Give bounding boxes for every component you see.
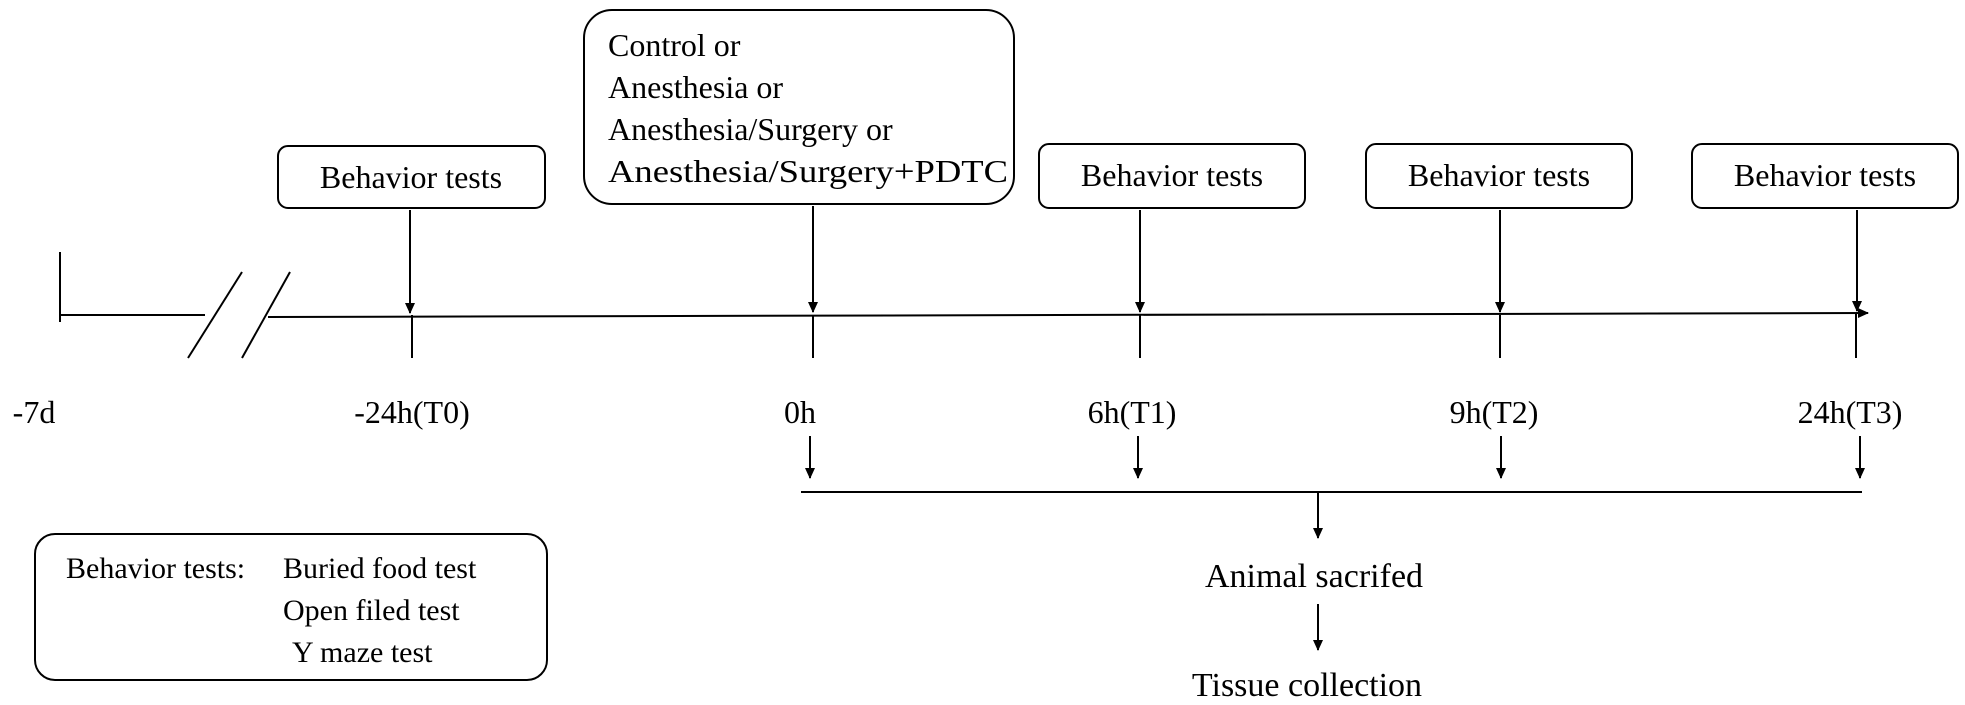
behavior-tests-box-t3: Behavior tests (1691, 143, 1959, 209)
timeline-axis (59, 252, 1869, 359)
behavior-tests-label-t1: Behavior tests (1081, 157, 1263, 193)
treatment-line-4: Anesthesia/Surgery+PDTC (608, 153, 1008, 189)
behavior-tests-label-t3: Behavior tests (1734, 157, 1916, 193)
legend-item-y-maze: Y maze test (292, 636, 433, 669)
legend-item-buried-food: Buried food test (283, 552, 477, 585)
tick-label-t1: 6h(T1) (1088, 394, 1177, 430)
behavior-tests-label-t0: Behavior tests (320, 159, 502, 195)
behavior-tests-legend: Behavior tests: Buried food test Open fi… (34, 533, 548, 681)
tick-label-t0: -24h(T0) (354, 394, 470, 430)
behavior-tests-box-t2: Behavior tests (1365, 143, 1633, 209)
collection-arrows (801, 436, 1865, 539)
treatment-line-2: Anesthesia or (608, 69, 783, 105)
animal-sacrificed-label: Animal sacrifed (1205, 558, 1423, 595)
tick-label-0h: 0h (784, 394, 816, 430)
timeline-main-arrow (267, 308, 1869, 319)
legend-heading: Behavior tests: (66, 552, 245, 585)
behavior-tests-box-t1: Behavior tests (1038, 143, 1306, 209)
treatment-line-1: Control or (608, 27, 741, 63)
axis-break-left (187, 271, 243, 359)
tissue-collection-label: Tissue collection (1192, 667, 1422, 704)
tick-label-minus-7d: -7d (13, 394, 56, 430)
tick-label-t3: 24h(T3) (1798, 394, 1903, 430)
tick-label-t2: 9h(T2) (1450, 394, 1539, 430)
axis-break-right (241, 271, 291, 359)
legend-item-open-field: Open filed test (283, 594, 460, 627)
treatment-box: Control or Anesthesia or Anesthesia/Surg… (583, 9, 1015, 205)
behavior-tests-box-t0: Behavior tests (277, 145, 546, 209)
treatment-line-3: Anesthesia/Surgery or (608, 111, 893, 147)
behavior-tests-label-t2: Behavior tests (1408, 157, 1590, 193)
